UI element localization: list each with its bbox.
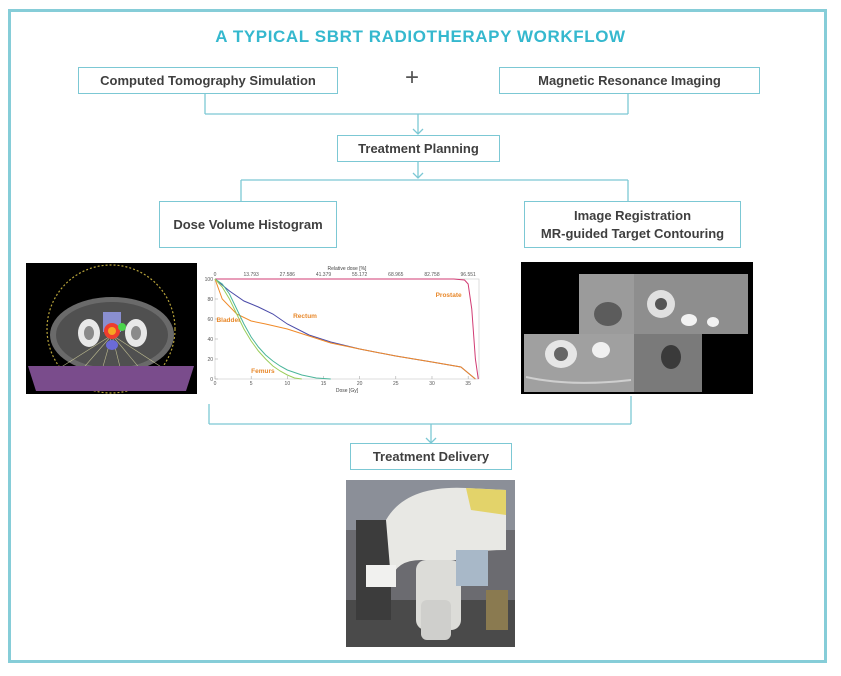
registration-line-1: Image Registration bbox=[573, 207, 692, 223]
x-tick-label: 5 bbox=[250, 381, 253, 387]
treatment-planning-box: Treatment Planning bbox=[337, 135, 500, 162]
x-tick-label: 25 bbox=[393, 381, 399, 387]
dvh-structure-label: Rectum bbox=[293, 313, 317, 320]
x-tick-label: 20 bbox=[357, 381, 363, 387]
couch bbox=[28, 366, 194, 391]
dvh-series-line-4 bbox=[214, 278, 302, 380]
mr-registration-image bbox=[521, 262, 753, 394]
y-tick-label: 100 bbox=[205, 277, 214, 283]
dose-volume-histogram-box: Dose Volume Histogram bbox=[159, 201, 337, 248]
mr-registration-graphic bbox=[524, 274, 748, 392]
y-tick-label: 80 bbox=[207, 297, 213, 303]
gantry-ring bbox=[46, 264, 176, 394]
arrowhead-split bbox=[412, 172, 424, 179]
registration-line-2: MR-guided Target Contouring bbox=[540, 225, 725, 241]
dvh-series-line-0 bbox=[215, 278, 479, 380]
y-tick-label: 20 bbox=[207, 357, 213, 363]
x-tick-label: 15 bbox=[321, 381, 327, 387]
x-axis-label: Dose [Gy] bbox=[336, 388, 359, 394]
arrowhead-planning bbox=[412, 128, 424, 135]
y-tick-label: 0 bbox=[210, 377, 213, 383]
x2-tick-label: 27.586 bbox=[280, 272, 296, 278]
x2-tick-label: 96.551 bbox=[461, 272, 477, 278]
image-registration-box: Image Registration MR-guided Target Cont… bbox=[524, 201, 741, 248]
gantry-head bbox=[386, 487, 506, 580]
x2-tick-label: 82.758 bbox=[424, 272, 440, 278]
y-tick-label: 60 bbox=[207, 317, 213, 323]
x-tick-label: 30 bbox=[429, 381, 435, 387]
ct-simulation-box: Computed Tomography Simulation bbox=[78, 67, 338, 94]
x2-tick-label: 68.965 bbox=[388, 272, 404, 278]
linac-photo bbox=[346, 480, 515, 647]
x2-tick-label: 55.172 bbox=[352, 272, 368, 278]
y-tick-label: 40 bbox=[207, 337, 213, 343]
imaging-panel bbox=[456, 550, 488, 586]
dvh-series-line-3 bbox=[214, 278, 331, 380]
linac-graphic bbox=[346, 480, 515, 647]
x2-axis-label: Relative dose [%] bbox=[328, 266, 368, 272]
x-tick-label: 35 bbox=[465, 381, 471, 387]
treatment-delivery-box: Treatment Delivery bbox=[350, 443, 512, 470]
x2-tick-label: 41.379 bbox=[316, 272, 332, 278]
plus-sign: + bbox=[405, 64, 420, 91]
x-tick-label: 10 bbox=[285, 381, 291, 387]
dvh-structure-label: Femurs bbox=[251, 368, 275, 375]
dvh-structure-label: Prostate bbox=[436, 292, 462, 299]
rectum-structure bbox=[106, 340, 118, 350]
x-tick-label: 0 bbox=[214, 381, 217, 387]
x2-tick-label: 13.793 bbox=[244, 272, 260, 278]
page-title: A TYPICAL SBRT RADIOTHERAPY WORKFLOW bbox=[215, 27, 626, 46]
diagram-frame bbox=[8, 9, 827, 663]
x2-tick-label: 0 bbox=[214, 272, 217, 278]
ct-scan-graphic bbox=[28, 264, 194, 394]
ct-dose-plan-image bbox=[26, 263, 197, 394]
dvh-structure-label: Bladder bbox=[216, 317, 241, 324]
mri-box: Magnetic Resonance Imaging bbox=[499, 67, 760, 94]
